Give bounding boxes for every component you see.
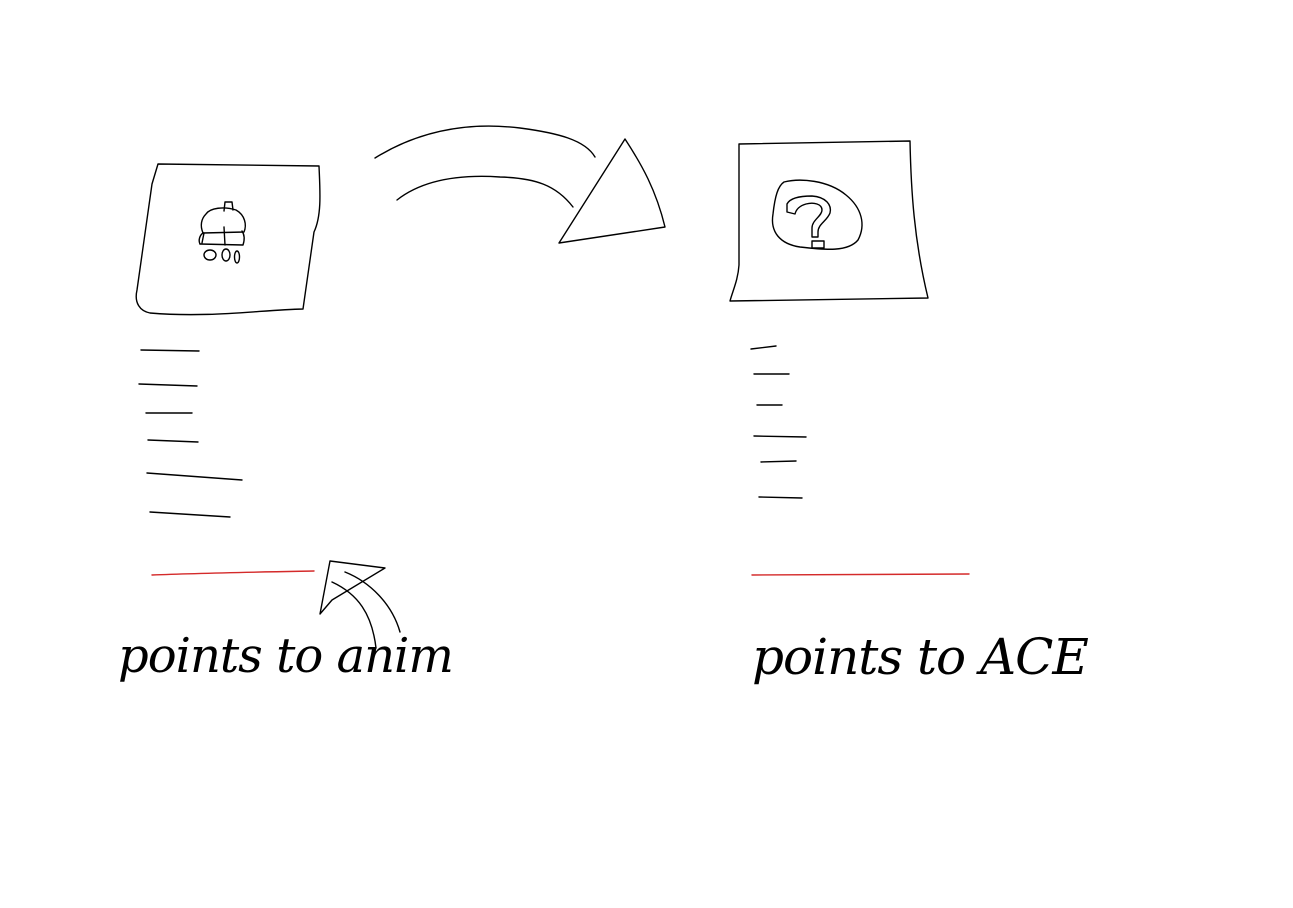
text-line bbox=[149, 511, 231, 518]
text-line bbox=[140, 349, 200, 352]
right-annotation: points to ACE bbox=[752, 628, 1089, 686]
transition-arrow bbox=[374, 125, 666, 244]
left-panel bbox=[135, 163, 401, 649]
text-line bbox=[750, 345, 777, 350]
left-annotation: points to anim bbox=[118, 628, 454, 684]
text-line bbox=[758, 496, 803, 499]
right-text-lines bbox=[750, 345, 807, 499]
text-line bbox=[760, 460, 797, 463]
text-line bbox=[753, 435, 807, 438]
question-mark-icon bbox=[771, 179, 863, 250]
text-line bbox=[138, 383, 198, 387]
right-panel bbox=[729, 140, 970, 576]
anim-character-icon bbox=[198, 201, 246, 264]
text-line bbox=[146, 472, 243, 481]
right-highlight-line bbox=[751, 573, 970, 576]
text-line bbox=[147, 439, 199, 443]
pointer-arrow bbox=[319, 560, 401, 649]
left-text-lines bbox=[138, 349, 243, 518]
left-thumbnail-frame bbox=[135, 163, 321, 316]
left-highlight-line bbox=[151, 570, 315, 576]
right-thumbnail-frame bbox=[729, 140, 929, 302]
